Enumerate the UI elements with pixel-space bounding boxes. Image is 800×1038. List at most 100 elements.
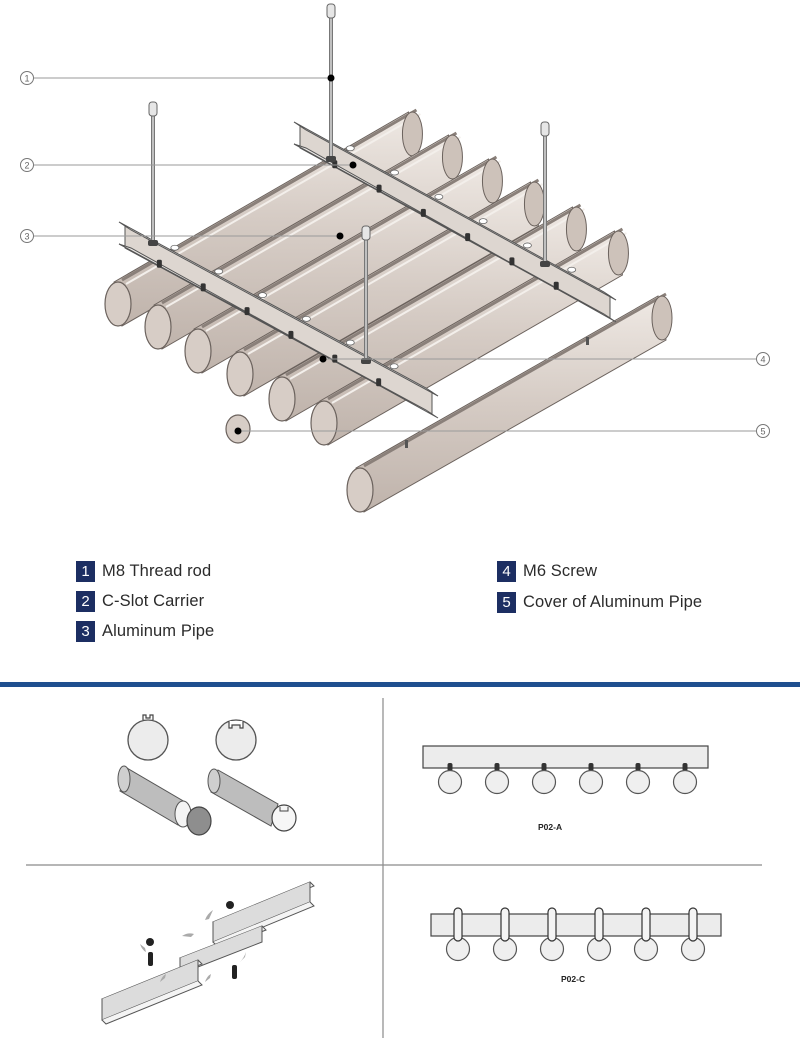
panel-pipe-profiles — [117, 714, 297, 836]
thread-rods — [148, 3, 550, 364]
arrow-icon — [182, 933, 194, 937]
screw-icon — [200, 283, 206, 292]
arrow-icon — [140, 944, 146, 952]
carrier-hole — [523, 242, 532, 249]
screw-icon — [244, 307, 250, 316]
clip-icon — [541, 763, 547, 771]
screw-icon — [332, 160, 338, 169]
panel-p02a: P02-A — [422, 745, 709, 832]
legend-badge: 3 — [76, 620, 95, 642]
legend-item-aluminum-pipe: 3 Aluminum Pipe — [76, 620, 214, 642]
caption-p02c: P02-C — [561, 974, 585, 984]
pipe-profile — [578, 769, 604, 795]
callout-number: 2 — [24, 161, 29, 171]
legend-label: M8 Thread rod — [102, 561, 212, 580]
nut-icon — [540, 261, 550, 267]
legend-label: M6 Screw — [523, 561, 598, 580]
screw-icon — [288, 330, 294, 339]
arrow-icon — [205, 974, 211, 982]
pipe-profile — [484, 769, 510, 795]
legend-badge: 4 — [497, 560, 516, 582]
screw-icon — [420, 208, 426, 217]
callout-1: 1 — [20, 71, 335, 85]
clip-icon — [635, 763, 641, 771]
clip-tab — [586, 337, 589, 345]
carrier-hole — [389, 363, 399, 370]
expansion-anchor — [326, 3, 336, 19]
clip-icon — [594, 907, 604, 942]
screw-icon — [376, 184, 382, 193]
bolt-icon — [232, 965, 237, 979]
screw-icon — [376, 378, 382, 387]
legend-badge: 5 — [497, 591, 516, 613]
callout-number: 5 — [760, 427, 765, 437]
callout-4: 4 — [319, 352, 770, 366]
clip-icon — [688, 907, 698, 942]
clip-icon — [494, 763, 500, 771]
bolt-icon — [148, 952, 153, 966]
screw-icon — [465, 233, 471, 242]
callout-badge — [756, 352, 770, 366]
carrier-bar — [430, 913, 722, 937]
pipe-end-cap — [310, 400, 338, 446]
pipe-end-cap — [346, 467, 374, 513]
carrier-hole — [170, 244, 180, 251]
carrier-hole — [302, 315, 311, 322]
legend-label: C-Slot Carrier — [102, 591, 205, 610]
thread-rod — [148, 101, 158, 246]
carrier-hole — [390, 169, 399, 176]
clip-icon — [453, 907, 463, 942]
callout-badge — [20, 71, 34, 85]
callout-5: 5 — [234, 424, 770, 438]
aluminum-pipe-detached — [346, 292, 673, 513]
aluminum-pipes — [104, 108, 673, 513]
panel-carrier-joint — [101, 881, 315, 1025]
expansion-anchor — [361, 225, 371, 241]
clip-icon — [447, 763, 453, 771]
leader-dot — [234, 427, 242, 435]
legend-badge: 2 — [76, 590, 95, 612]
legend-item-m6-screw: 4 M6 Screw — [497, 560, 597, 582]
callout-number: 3 — [24, 232, 29, 242]
carrier-hole — [567, 266, 577, 273]
nut-icon — [326, 156, 336, 162]
carrier-segment-upper — [212, 881, 315, 947]
legend-item-c-slot-carrier: 2 C-Slot Carrier — [76, 590, 204, 612]
legend-badge: 1 — [76, 560, 95, 582]
callout-badge — [20, 229, 34, 243]
pipe-with-cover — [117, 765, 212, 836]
legend-item-thread-rod: 1 M8 Thread rod — [76, 560, 211, 582]
carrier-hole — [345, 145, 355, 152]
nut-icon — [226, 901, 234, 909]
pipe-end-cap — [184, 328, 212, 374]
carrier-hole — [434, 193, 444, 200]
pipe-with-slot-end — [207, 768, 297, 832]
arrow-icon — [160, 974, 166, 982]
pipe-end-cap — [268, 376, 296, 422]
section-divider — [0, 682, 800, 687]
clip-icon — [547, 907, 557, 942]
ceiling-assembly-diagram: 1 2 3 4 5 — [20, 3, 770, 513]
c-slot-carrier-back — [293, 121, 617, 323]
leader-dot — [336, 232, 344, 240]
callout-3: 3 — [20, 229, 344, 243]
callout-2: 2 — [20, 158, 357, 172]
thread-rod — [540, 121, 550, 267]
arrow-icon — [205, 910, 213, 920]
carrier-hole — [214, 268, 224, 275]
c-slot-carrier-front — [118, 221, 439, 419]
c-slot-carriers — [118, 121, 617, 419]
carrier-hole — [478, 218, 488, 225]
legend-item-pipe-cover: 5 Cover of Aluminum Pipe — [497, 591, 702, 613]
pipe-end-cap — [104, 281, 132, 327]
detail-panels: P02-A P0 — [26, 698, 762, 1038]
callout-number: 4 — [760, 355, 765, 365]
legend-label: Aluminum Pipe — [102, 621, 215, 640]
thread-rod — [326, 3, 336, 162]
leader-dot — [319, 355, 327, 363]
carrier-hole — [258, 292, 267, 299]
expansion-anchor — [540, 121, 550, 137]
panel-p02c: P02-C — [430, 907, 722, 984]
leader-dot — [349, 161, 357, 169]
clip-icon — [500, 907, 510, 942]
